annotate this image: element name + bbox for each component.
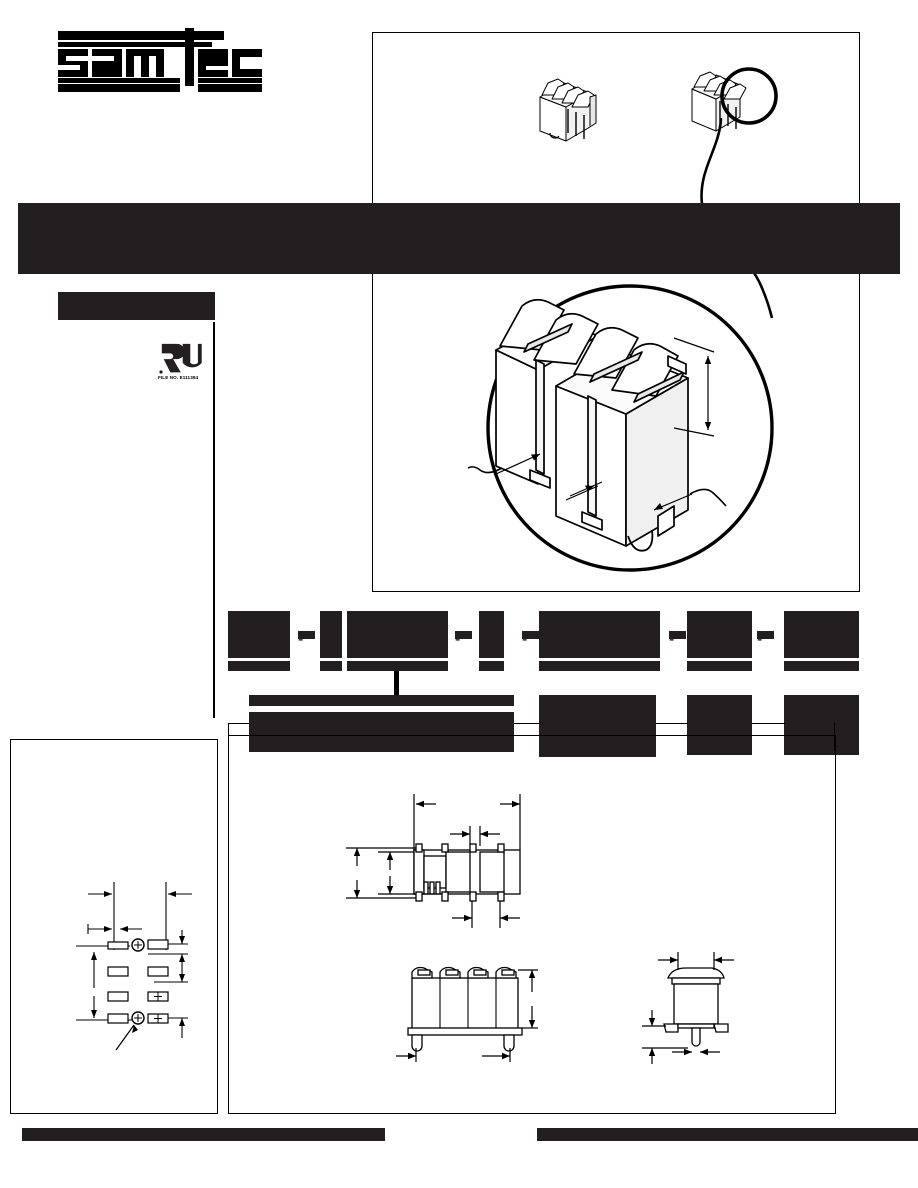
pn-separator-2: - (455, 631, 472, 648)
pn-connector-rule-1 (228, 723, 250, 725)
footprint-pads-col-a (107, 941, 129, 1024)
footprint-hole-crosshair (134, 941, 142, 1022)
side-view-drawing (642, 952, 734, 1064)
front-view-drawing (396, 966, 538, 1062)
pn-separator-1: - (298, 631, 315, 648)
footer-bar-left (22, 1128, 385, 1141)
pn-field-row-value (479, 611, 504, 658)
pn-connector-rule-4 (752, 723, 785, 725)
pn-note-block-b (687, 695, 752, 755)
detail-dimension-arrows (467, 337, 727, 511)
samtec-logo (58, 28, 278, 92)
samtec-logo-art (58, 28, 262, 92)
isometric-connector-view-small (539, 78, 597, 142)
pn-note-block-c (784, 695, 859, 755)
left-section-header-bar (58, 292, 215, 320)
ul-ru-icon (159, 343, 202, 374)
top-view-drawing (346, 794, 521, 928)
footprint-panel (10, 739, 218, 1114)
footprint-through-holes (131, 938, 145, 1025)
magnified-detail-circle (467, 284, 774, 572)
pn-field-lead-style-value (539, 611, 660, 658)
front-view-body (407, 966, 523, 1052)
pn-field-positions-value (320, 611, 342, 658)
footer-bar-right (537, 1128, 918, 1141)
pn-separator-4: - (669, 631, 686, 648)
product-image-panel (372, 32, 860, 592)
pn-separator-3: - (522, 631, 539, 648)
footprint-pad-crosshair (154, 992, 162, 1023)
pn-connector-rule-2 (514, 723, 540, 725)
pn-field-option-a-value (687, 611, 752, 658)
ul-file-number: FILE NO. E111394 (158, 375, 199, 380)
pn-field-option-b-value (784, 611, 859, 658)
pn-field-row-caption (479, 661, 504, 671)
magnifier-circle-icon (720, 67, 778, 125)
left-column-divider (213, 322, 215, 718)
side-view-body (663, 967, 729, 1047)
pn-dropline-plating (394, 671, 399, 695)
pn-field-plating-caption (347, 661, 448, 671)
pn-note-bar-2 (249, 712, 514, 752)
pn-note-block-a (539, 695, 656, 757)
pn-connector-rule-3 (656, 723, 688, 725)
dimension-panel (228, 735, 836, 1114)
pn-separator-5: - (757, 631, 774, 648)
pn-note-bar-1 (249, 695, 514, 706)
front-view-dimensions (396, 969, 538, 1062)
pcb-footprint-drawing (76, 882, 192, 1051)
pn-field-positions-caption (320, 661, 342, 671)
pn-connector-rule-vert-right (834, 723, 836, 751)
page-title-bar (18, 203, 900, 274)
pn-field-option-b-caption (784, 661, 859, 671)
pn-field-lead-style-caption (539, 661, 660, 671)
ul-recognized-component-mark: FILE NO. E111394 (158, 342, 204, 386)
pn-field-series-caption (228, 661, 290, 671)
pn-field-series-value (228, 611, 290, 658)
side-view-dimensions (642, 952, 734, 1064)
top-view-body (413, 843, 521, 902)
pn-field-plating-value (347, 611, 448, 658)
pn-field-option-a-caption (687, 661, 752, 671)
footprint-leader-arrow (115, 1024, 138, 1051)
